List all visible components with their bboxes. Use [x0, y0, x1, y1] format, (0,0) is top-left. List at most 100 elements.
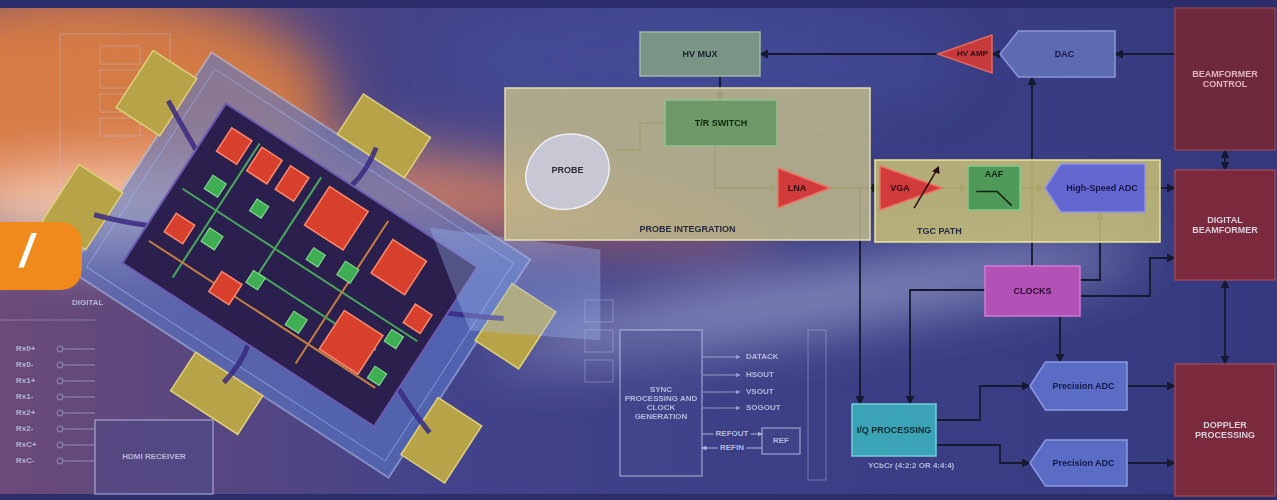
- faint-block: [100, 118, 140, 136]
- connectors: [615, 54, 1225, 463]
- text-holder: AAF: [968, 166, 1020, 210]
- shape-fill: [1000, 31, 1115, 77]
- pin-circle: [57, 442, 63, 448]
- signal-line: [1127, 385, 1175, 387]
- format-note: YCbCr (4:2:2 OR 4:4:4): [868, 461, 954, 470]
- text-holder: Precision ADC: [1030, 362, 1127, 410]
- signal-line: [760, 53, 938, 55]
- output-wire: [703, 357, 740, 358]
- shape-fill: [1030, 440, 1127, 486]
- signal-line: [1115, 53, 1175, 55]
- gain-amplifier: VGA: [880, 166, 942, 210]
- node-text: VGA: [890, 183, 910, 193]
- variable-gain-head: [932, 166, 939, 174]
- text-holder: Precision ADC: [1030, 440, 1127, 486]
- pin-circle: [57, 362, 63, 368]
- text-holder: DOPPLER PROCESSING: [1175, 364, 1275, 496]
- bond-wire: [224, 345, 251, 384]
- sync-block: SYNC PROCESSING AND CLOCK GENERATION: [620, 330, 702, 476]
- text-holder: CLOCKS: [985, 266, 1080, 316]
- top-band: [0, 0, 1277, 8]
- text-holder: HDMI RECEIVER: [95, 420, 213, 494]
- text-holder: DAC: [1000, 31, 1115, 77]
- signal-name: HSOUT: [746, 370, 774, 379]
- amplifier-triangle: HV AMP: [938, 35, 992, 73]
- red-block: [403, 304, 432, 333]
- red-block: [305, 186, 369, 250]
- converter-block: Precision ADC: [1030, 440, 1127, 486]
- pin-circle: [57, 410, 63, 416]
- text-holder: PROBE: [520, 125, 615, 215]
- amplifier-triangle: LNA: [778, 168, 830, 208]
- output-wire: [703, 392, 740, 393]
- green-block: [337, 261, 359, 283]
- shape-fill: [1030, 362, 1127, 410]
- shape-fill: [968, 166, 1020, 210]
- gain-amplifier-outline: [880, 166, 942, 210]
- red-block: [247, 147, 282, 184]
- pin-circle: [57, 378, 63, 384]
- pin-wire: [63, 461, 95, 462]
- node-text: SYNC PROCESSING AND CLOCK GENERATION: [624, 385, 698, 422]
- tgc-band: TGC PATHVGAAAFHigh-Speed ADC: [875, 160, 1160, 242]
- pin-name: RxC+: [16, 440, 37, 449]
- signal-line: [1224, 150, 1226, 170]
- node-text: Precision ADC: [1052, 381, 1114, 391]
- signal-name: DATACK: [746, 352, 779, 361]
- reference-block: REF: [762, 428, 800, 454]
- shape-fill: [880, 166, 942, 210]
- beamformer-block: DIGITAL BEAMFORMER: [1175, 170, 1275, 280]
- faint-block: [100, 46, 140, 64]
- signal-line: [1224, 280, 1226, 364]
- green-block: [306, 248, 325, 267]
- trace: [173, 143, 260, 277]
- node-text: Precision ADC: [1052, 458, 1114, 468]
- text-holder: I/Q PROCESSING: [852, 404, 936, 456]
- pin-name: Rx1-: [16, 392, 33, 401]
- text-holder: DIGITAL BEAMFORMER: [1175, 170, 1275, 280]
- faint-schematic: [0, 34, 826, 480]
- text-holder: VGA: [880, 166, 942, 210]
- green-block: [246, 271, 265, 290]
- converter-block: Precision ADC: [1030, 362, 1127, 410]
- pin-markers: [57, 346, 95, 464]
- output-wire: [703, 408, 740, 409]
- text-holder: High-Speed ADC: [1045, 164, 1145, 212]
- chip-die: [122, 104, 477, 427]
- shape-fill: [95, 420, 213, 494]
- shape-fill: [1175, 170, 1275, 280]
- node-text: PROBE INTEGRATION: [640, 224, 736, 234]
- red-block: [164, 213, 194, 243]
- node-text: High-Speed ADC: [1066, 183, 1138, 193]
- switch-box: T/R SWITCH: [665, 100, 777, 146]
- text-holder: T/R SWITCH: [665, 100, 777, 146]
- signal-line: [936, 445, 1030, 463]
- green-block: [285, 311, 307, 333]
- faint-wire: [0, 320, 95, 321]
- text-holder: BEAMFORMER CONTROL: [1175, 8, 1275, 150]
- text-holder: LNA: [778, 168, 830, 208]
- node-text: HV MUX: [682, 49, 717, 59]
- red-block: [275, 166, 309, 201]
- node-text: DAC: [1055, 49, 1075, 59]
- pin-name: RxC-: [16, 456, 35, 465]
- red-block: [371, 239, 426, 294]
- green-block: [367, 366, 386, 385]
- text-holder: SYNC PROCESSING AND CLOCK GENERATION: [620, 330, 702, 476]
- shape-fill: [505, 88, 870, 240]
- clock-block: CLOCKS: [985, 266, 1080, 316]
- shape-fill: [875, 160, 1160, 242]
- pin-circle: [57, 458, 63, 464]
- text-holder: HV AMP: [938, 35, 992, 73]
- die-blocks-red: [150, 124, 460, 400]
- signal-line: [1059, 316, 1061, 362]
- pin-name: Rx0+: [16, 344, 35, 353]
- shape-fill: [665, 100, 777, 146]
- light-beam: [430, 228, 600, 340]
- pin-circle: [57, 346, 63, 352]
- node-text: PROBE: [551, 165, 583, 175]
- pin-circle: [57, 426, 63, 432]
